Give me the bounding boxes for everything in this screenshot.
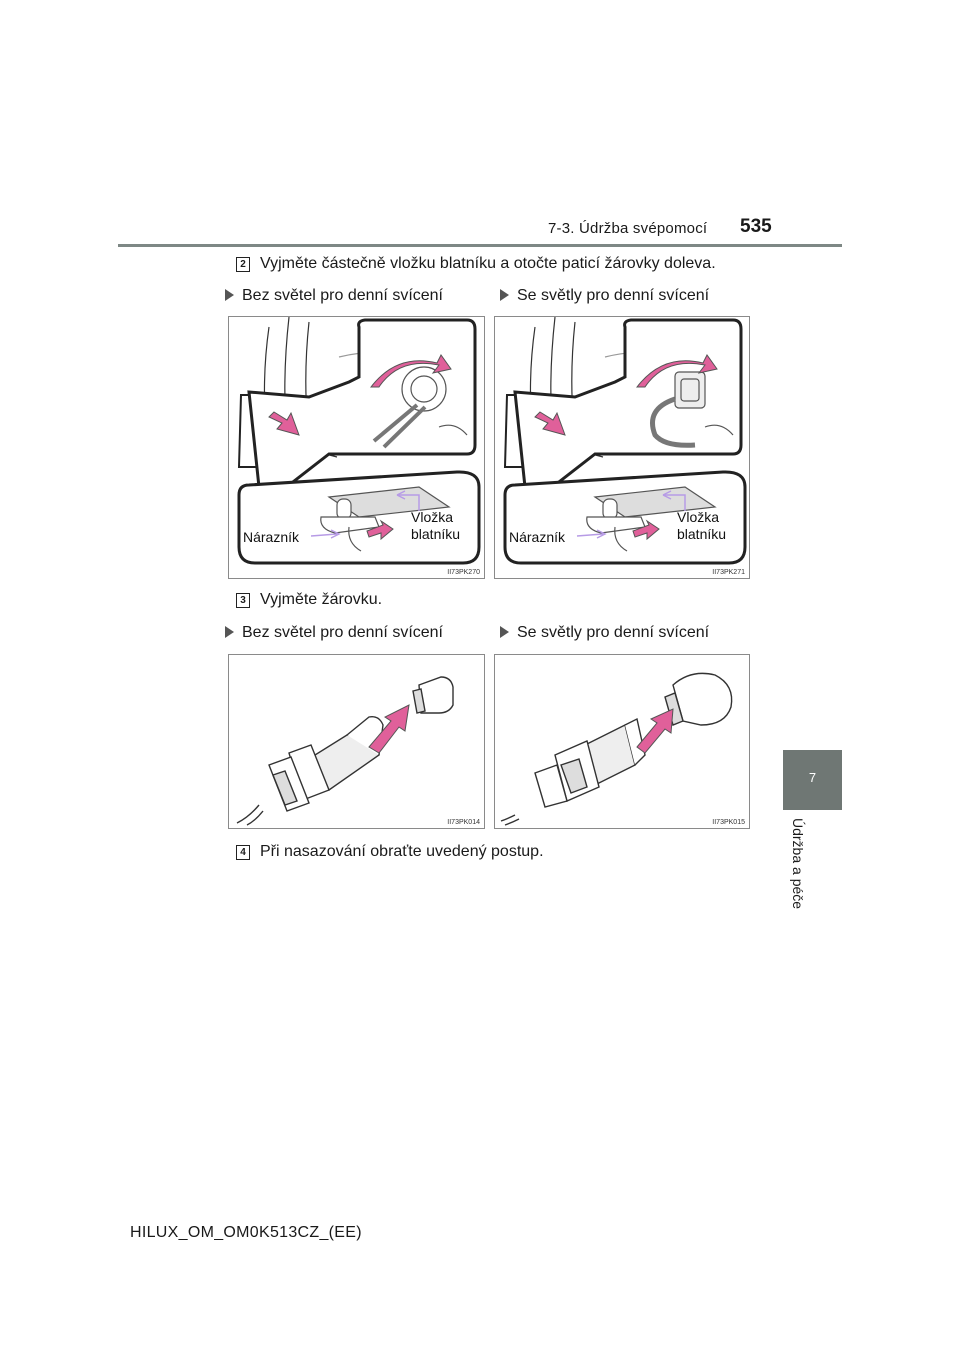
bulb-removal-illustration (236, 676, 454, 826)
bulb-removal-illustration (500, 672, 733, 826)
figure-code: II73PK014 (447, 819, 480, 826)
label-bumper: Nárazník (509, 529, 566, 545)
triangle-bullet-icon (500, 626, 509, 638)
fender-liner-illustration (503, 317, 747, 565)
triangle-bullet-icon (500, 289, 509, 301)
chapter-title: Údržba a péče (790, 818, 806, 910)
figure-code: II73PK015 (712, 819, 745, 826)
step-number-2: 2 (236, 257, 250, 272)
variant-text: Bez světel pro denní svícení (242, 287, 443, 304)
variant-text: Se světly pro denní svícení (517, 287, 710, 304)
chapter-tab: 7 (783, 750, 842, 810)
variant-text: Se světly pro denní svícení (517, 624, 710, 641)
label-liner-line1: Vložka (411, 509, 454, 525)
variant-label-without-drl: Bez světel pro denní svícení (225, 624, 443, 642)
page-number: 535 (740, 216, 772, 237)
label-bumper: Nárazník (243, 529, 300, 545)
step-number-3: 3 (236, 593, 250, 608)
label-liner-line2: blatníku (677, 526, 727, 542)
document-code: HILUX_OM_OM0K513CZ_(EE) (130, 1224, 362, 1241)
variant-text: Bez světel pro denní svícení (242, 624, 443, 641)
variant-label-with-drl: Se světly pro denní svícení (500, 624, 709, 642)
header-rule (118, 244, 842, 247)
triangle-bullet-icon (225, 626, 234, 638)
figure-code: II73PK271 (712, 569, 745, 576)
variant-label-with-drl: Se světly pro denní svícení (500, 287, 709, 305)
step-text-3: Vyjměte žárovku. (260, 591, 383, 608)
figure-step3-without-drl: II73PK014 (228, 654, 485, 829)
figure-step3-with-drl: II73PK015 (494, 654, 750, 829)
figure-code: II73PK270 (447, 569, 480, 576)
step-text-4: Při nasazování obraťte uvedený postup. (260, 843, 544, 860)
figure-step2-with-drl: Nárazník Vložka blatníku II73PK271 (494, 316, 750, 579)
fender-liner-illustration (237, 317, 481, 565)
chapter-number: 7 (808, 770, 817, 785)
section-title: 7-3. Údržba svépomocí (548, 220, 708, 237)
step-text-2: Vyjměte částečně vložku blatníku a otočt… (260, 255, 716, 272)
triangle-bullet-icon (225, 289, 234, 301)
variant-label-without-drl: Bez světel pro denní svícení (225, 287, 443, 305)
figure-step2-without-drl: Nárazník Vložka blatníku II73PK270 (228, 316, 485, 579)
step-number-4: 4 (236, 845, 250, 860)
label-liner-line1: Vložka (677, 509, 720, 525)
label-liner-line2: blatníku (411, 526, 461, 542)
